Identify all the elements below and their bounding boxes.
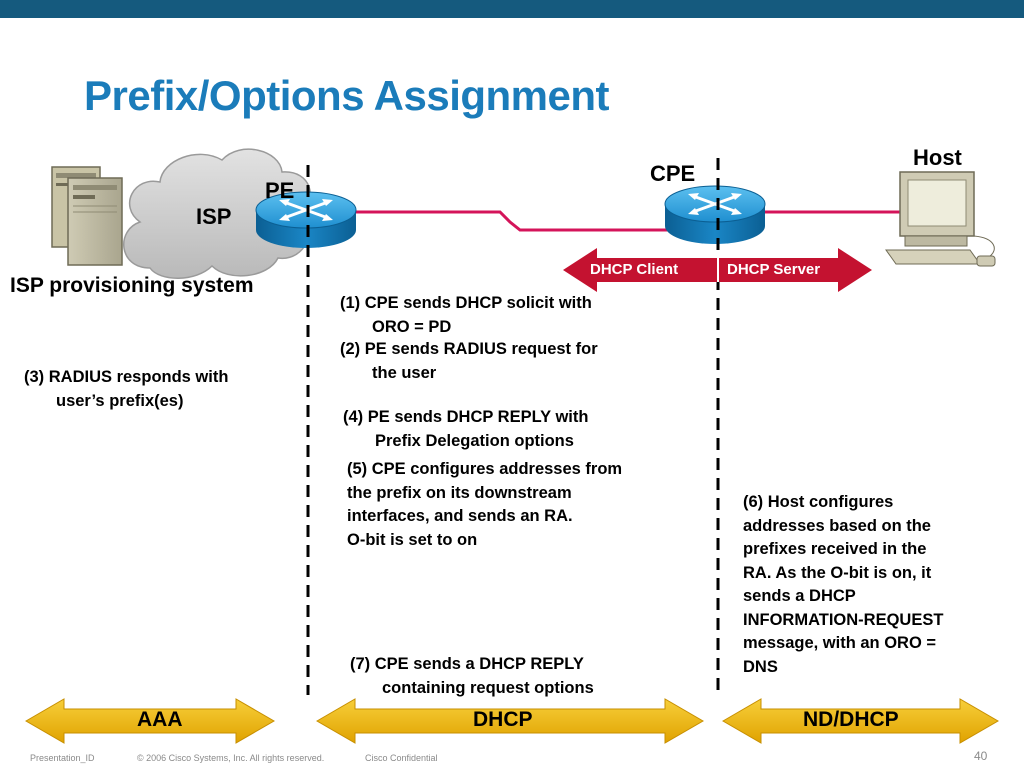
step-5-line-3: interfaces, and sends an RA. [347,507,573,525]
step-3-text: (3) RADIUS responds with user’s prefix(e… [24,366,228,413]
step-4-text: (4) PE sends DHCP REPLY with Prefix Dele… [343,406,588,453]
isp-cloud-label: ISP [196,204,232,229]
step-6-line-2: addresses based on the [743,516,931,535]
step-5-text: (5) CPE configures addresses from the pr… [347,458,622,552]
band-aaa-arrow [25,698,275,744]
step-6-line-7: message, with an ORO = [743,634,937,652]
step-1-text: (1) CPE sends DHCP solicit with ORO = PD [340,292,592,339]
step-6-line-8: DNS [743,657,778,676]
host-label: Host [913,145,962,170]
step-2-line-2: the user [372,363,437,382]
step-7-line-1: (7) CPE sends a DHCP REPLY [350,655,584,673]
step-1-line-1: (1) CPE sends DHCP solicit with [340,294,592,312]
dhcp-client-label: DHCP Client [590,261,679,278]
step-3-line-2: user’s prefix(es) [56,391,184,410]
step-6-line-3: prefixes received in the [743,540,927,558]
band-dhcp-arrow [316,698,704,744]
pe-label: PE [265,178,295,203]
step-3-line-1: (3) RADIUS responds with [24,368,229,386]
step-6-text: (6) Host configures addresses based on t… [743,491,943,679]
band-nd-label: ND/DHCP [803,708,899,731]
step-2-line-1: (2) PE sends RADIUS request for [340,340,598,358]
step-4-line-1: (4) PE sends DHCP REPLY with [343,408,589,426]
cpe-router-icon [664,185,766,244]
host-computer-icon [885,171,996,267]
band-nd-arrow [722,698,999,744]
step-1-line-2: ORO = PD [372,317,452,336]
pe-cpe-link [352,210,668,232]
cpe-label: CPE [650,161,696,186]
footer-confidential: Cisco Confidential [365,753,438,763]
step-5-line-1: (5) CPE configures addresses from [347,460,623,478]
top-bar [0,0,1024,18]
step-4-line-2: Prefix Delegation options [375,431,574,450]
band-aaa-label: AAA [137,708,183,731]
server-icon [51,166,123,266]
step-5-line-2: the prefix on its downstream [347,483,572,502]
footer-copyright: © 2006 Cisco Systems, Inc. All rights re… [137,753,325,763]
step-6-line-5: sends a DHCP [743,587,856,605]
dhcp-server-label: DHCP Server [727,261,821,278]
step-6-line-1: (6) Host configures [743,493,894,511]
band-dhcp-label: DHCP [473,708,533,731]
slide-title: Prefix/Options Assignment [84,72,610,119]
step-6-line-4: RA. As the O-bit is on, it [743,563,932,582]
isp-cloud-icon [123,148,311,279]
step-6-line-6: INFORMATION-REQUEST [743,610,944,629]
step-2-text: (2) PE sends RADIUS request for the user [340,338,598,385]
footer-presentation-id: Presentation_ID [30,753,95,763]
pe-router-icon [255,191,357,248]
step-5-line-4: O-bit is set to on [347,530,478,549]
step-7-line-2: containing request options [382,678,594,697]
step-7-text: (7) CPE sends a DHCP REPLY containing re… [350,653,594,700]
isp-provisioning-label: ISP provisioning system [10,274,254,297]
dhcp-client-server-arrow [563,248,872,292]
page-number: 40 [974,749,988,763]
